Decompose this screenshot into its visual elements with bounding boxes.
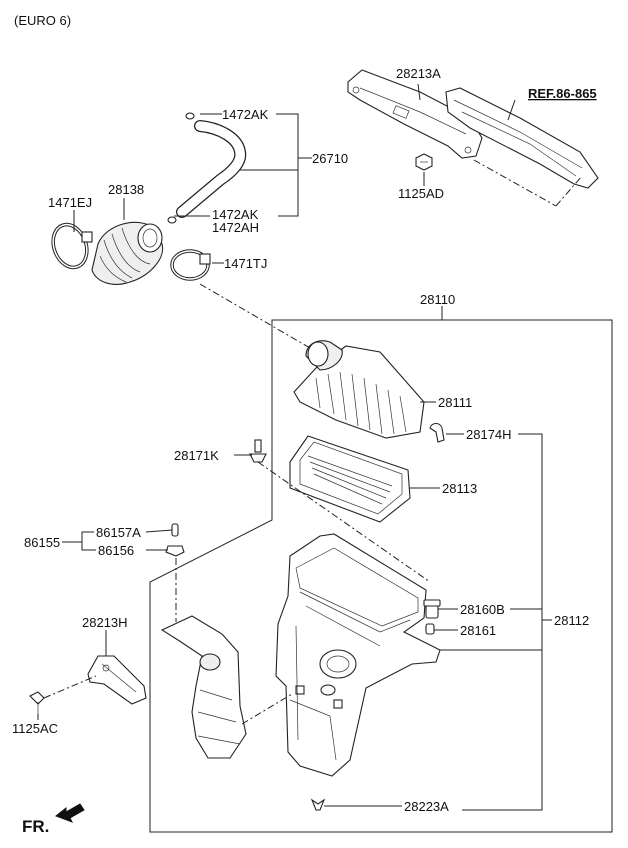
cover-28111-drawing bbox=[293, 340, 425, 439]
label-28111: 28111 bbox=[438, 395, 472, 410]
label-28160b: 28160B bbox=[460, 602, 505, 617]
variant-label: (EURO 6) bbox=[14, 13, 71, 28]
label-28138: 28138 bbox=[108, 182, 144, 197]
bracket-28213h-drawing bbox=[87, 655, 147, 705]
bushing-28161-drawing bbox=[425, 623, 435, 635]
assembly-frame-28110 bbox=[149, 319, 613, 833]
bracket-28213a-drawing bbox=[347, 69, 483, 159]
duct-drawing bbox=[160, 615, 247, 759]
ref-86-865-panel-drawing bbox=[445, 87, 599, 189]
label-28213h: 28213H bbox=[82, 615, 128, 630]
hose-26710-drawing bbox=[167, 112, 247, 224]
label-1471ej: 1471EJ bbox=[48, 195, 92, 210]
label-1472ak-top: 1472AK bbox=[222, 107, 269, 122]
clamp-1471ej-drawing bbox=[51, 222, 93, 270]
clip-28223a-drawing bbox=[310, 798, 326, 811]
pin-86157a-drawing bbox=[171, 523, 179, 537]
filter-28113-drawing bbox=[289, 435, 411, 523]
label-28223a: 28223A bbox=[404, 799, 449, 814]
label-86155: 86155 bbox=[24, 535, 60, 550]
grommet-28160b-drawing bbox=[423, 599, 441, 619]
cap-86156-drawing bbox=[165, 545, 185, 557]
label-28112: 28112 bbox=[554, 613, 589, 628]
label-1472ah: 1472AH bbox=[212, 220, 259, 235]
label-1125ad: 1125AD bbox=[398, 186, 444, 201]
label-1472ak-mid: 1472AK bbox=[212, 207, 259, 222]
label-26710: 26710 bbox=[312, 151, 348, 166]
lower-body-28112-drawing bbox=[275, 533, 441, 777]
intake-boot-28138-drawing bbox=[91, 221, 164, 285]
clip-28174h-drawing bbox=[429, 422, 445, 443]
label-28171k: 28171K bbox=[174, 448, 219, 463]
label-28174h: 28174H bbox=[466, 427, 512, 442]
front-arrow-icon bbox=[55, 803, 85, 823]
label-86156: 86156 bbox=[98, 543, 134, 558]
label-28110: 28110 bbox=[420, 292, 455, 307]
front-direction-label: FR. bbox=[22, 817, 49, 836]
label-28213a: 28213A bbox=[396, 66, 441, 81]
leader-lines bbox=[37, 83, 552, 811]
label-ref-86-865: REF.86-865 bbox=[528, 86, 597, 101]
label-1471tj: 1471TJ bbox=[224, 256, 267, 271]
bolt-1125ac-drawing bbox=[29, 691, 45, 714]
bolt-1125ad-drawing bbox=[415, 153, 433, 171]
bolt-28171k-drawing bbox=[249, 439, 267, 463]
label-86157a: 86157A bbox=[96, 525, 141, 540]
label-1125ac: 1125AC bbox=[12, 721, 58, 736]
label-28113: 28113 bbox=[442, 481, 477, 496]
label-28161: 28161 bbox=[460, 623, 496, 638]
clamp-1471tj-drawing bbox=[170, 249, 211, 281]
